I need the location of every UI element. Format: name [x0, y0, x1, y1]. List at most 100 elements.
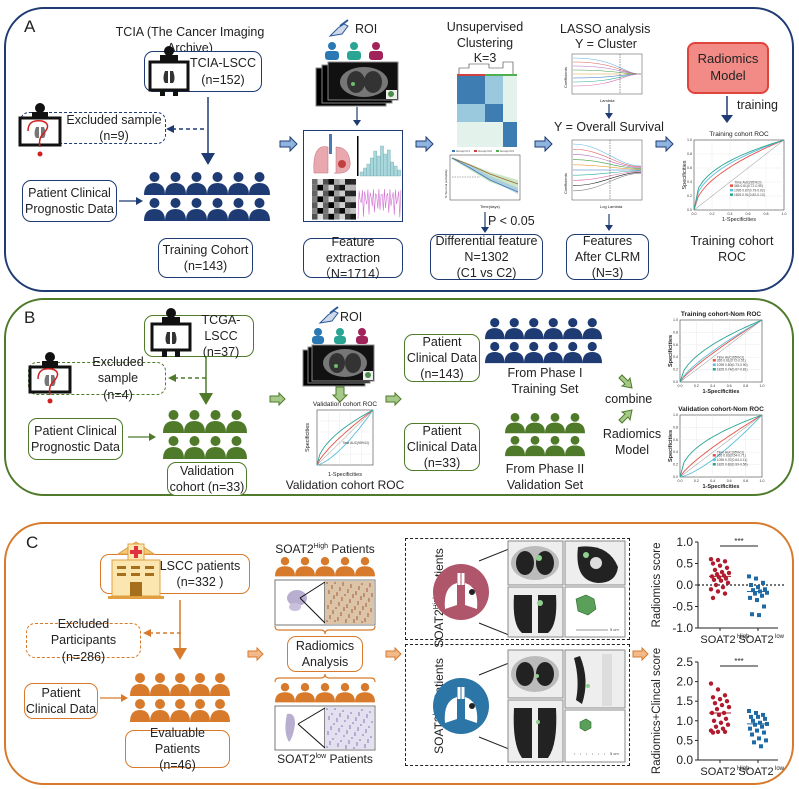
ihc-cell: [365, 731, 367, 733]
person-body: [505, 445, 525, 457]
person-head: [300, 683, 310, 692]
data-point-high: [710, 595, 716, 601]
roc-legend-swatch: [712, 458, 716, 462]
ihc-cell: [329, 741, 331, 743]
person-head: [320, 683, 330, 692]
person-body: [144, 209, 165, 221]
data-point-low: [761, 580, 765, 585]
ihc-cell: [348, 614, 350, 616]
person-head: [195, 673, 205, 683]
roc-diagonal: [316, 409, 374, 466]
person-body: [582, 352, 602, 364]
data-point-high: [713, 582, 719, 588]
clustering-line2: Clustering: [456, 35, 514, 50]
ihc-cell: [362, 608, 364, 610]
ihc-cell: [354, 606, 356, 608]
person-body: [504, 328, 524, 340]
texture-cell: [350, 202, 356, 208]
lasso-path: [572, 170, 642, 176]
soat2-low-ct-panel: [405, 644, 630, 766]
lasso-path: [572, 171, 642, 181]
lasso-ylabel: Coefficients: [563, 173, 568, 194]
roc-curve-series-1: [679, 414, 763, 478]
ihc-cell: [368, 726, 370, 728]
ihc-cell: [343, 607, 345, 609]
training-cohort-box: Training Cohort (n=143): [158, 238, 253, 278]
panel-c: [4, 522, 794, 785]
roi-label: ROI: [340, 310, 363, 324]
radiomics-model-label: Radiomics Model: [602, 427, 662, 458]
person-body: [150, 684, 170, 696]
lasso-path: [572, 172, 642, 192]
person-head: [215, 699, 225, 709]
fat-arrow-right: [247, 646, 264, 662]
ihc-cell: [337, 619, 339, 621]
data-point-high: [712, 567, 718, 573]
ihc-cell: [345, 619, 347, 621]
ihc-cell: [361, 583, 363, 585]
ihc-cell: [366, 588, 368, 590]
histogram-bar: [363, 167, 367, 177]
ihc-cell: [330, 600, 332, 602]
panel-a-letter: A: [24, 17, 36, 36]
data-point-high: [716, 712, 722, 718]
data-point-low: [755, 728, 759, 733]
roc-x-tick: 0.2: [710, 212, 715, 216]
person-body: [210, 684, 230, 696]
training-nom-roc-chart: Training cohort-Nom ROC0.00.00.20.20.40.…: [668, 311, 765, 395]
ihc-cell: [367, 615, 369, 617]
data-point-high: [711, 718, 717, 723]
ihc-cell: [330, 728, 332, 730]
person-head: [175, 673, 185, 683]
person-head: [210, 436, 221, 446]
roc-legend-title: Time AUC(95%CI): [342, 441, 369, 445]
person-head: [135, 699, 145, 709]
person-body: [228, 209, 249, 221]
clinical-data-box: Patient Clinical Data: [24, 683, 98, 719]
model-line1: Radiomics: [697, 51, 759, 67]
texture-cell: [317, 184, 323, 191]
lung-low-icon: [433, 662, 510, 750]
analysis-line1: Radiomics: [295, 638, 355, 653]
roc-curve-series-3: [693, 139, 785, 211]
lasso-y-os: Y = Overall Survival: [554, 120, 664, 134]
radiomics-line2: Model: [614, 442, 650, 457]
person-head: [550, 413, 560, 422]
ihc-cell: [355, 593, 357, 595]
ihc-high-image: [274, 579, 376, 626]
person-head: [490, 341, 500, 352]
lasso-path: [572, 164, 642, 170]
phase2-line1: From Phase II: [505, 462, 585, 476]
person-head: [155, 699, 165, 709]
person-head: [135, 673, 145, 683]
diff-count: N=1302: [464, 249, 509, 264]
ihc-cell: [335, 607, 337, 609]
ihc-cell: [355, 719, 357, 721]
phase1-crowd-icon: [485, 318, 602, 364]
texture-cell: [334, 179, 340, 185]
annotators-icon: [312, 328, 368, 344]
texture-cell: [328, 213, 334, 220]
data-point-low: [750, 732, 754, 737]
data-point-high: [719, 569, 725, 575]
ihc-cell: [351, 609, 353, 611]
roc-x-tick: 0.8: [743, 384, 748, 388]
ihc-cell: [342, 582, 344, 584]
texture-cell: [339, 213, 345, 220]
texture-cell: [350, 184, 356, 191]
ihc-cell: [352, 596, 354, 598]
person-body: [524, 352, 544, 364]
person-body: [249, 209, 270, 221]
ihc-cell: [342, 584, 344, 586]
texture-cell: [345, 184, 351, 191]
clinical-train-line1: Patient: [422, 334, 462, 349]
roc-legend-title: Time AUC(95%CI): [717, 450, 744, 454]
person-body: [165, 209, 186, 221]
roc-xlabel: 1-Specificities: [722, 217, 756, 223]
ihc-cell: [356, 618, 358, 620]
training-cohort-crowd-icon: [144, 172, 270, 221]
texture-cell: [345, 196, 351, 203]
roc-y-tick: 0.0: [687, 208, 692, 212]
roc-x-tick: 1.0: [782, 212, 787, 216]
person-body: [505, 422, 525, 434]
